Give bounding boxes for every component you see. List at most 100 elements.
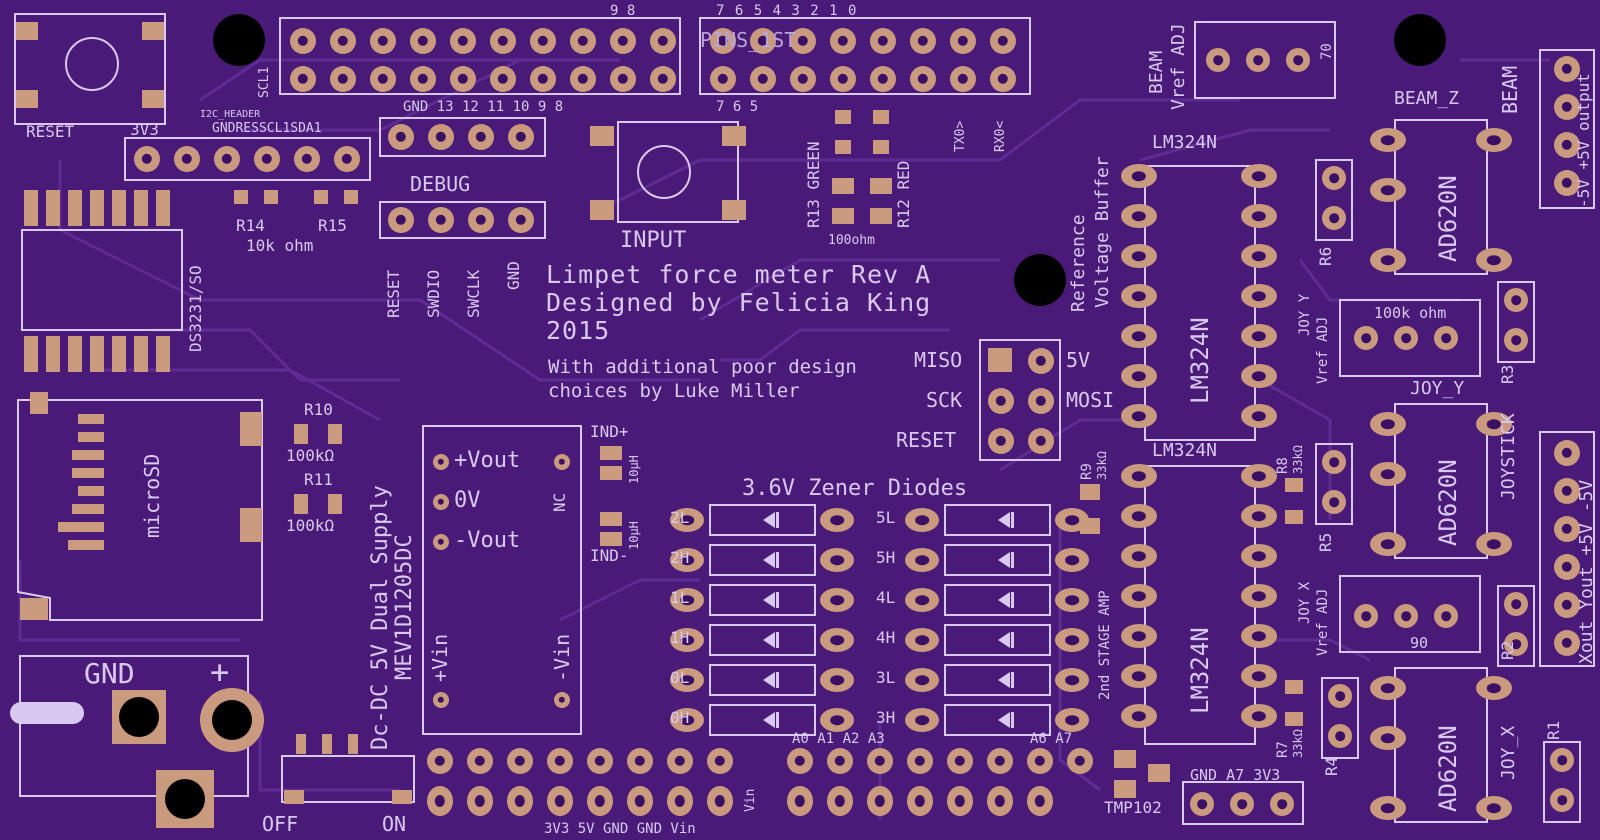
header-pad [330, 66, 356, 92]
switch-pin [296, 734, 306, 754]
switch-pin [284, 790, 304, 804]
input-button-pad [590, 200, 614, 220]
top-nums2-label: 7 6 5 4 3 2 1 0 [716, 3, 858, 19]
icsp-5v-label: 5V [1066, 348, 1091, 372]
header-pad [490, 28, 516, 54]
switch-pin [322, 734, 332, 754]
zener-1l: 1L [670, 588, 690, 607]
header-pad [990, 66, 1016, 92]
analog-header-pad [987, 786, 1013, 816]
res-100-label: 100ohm [828, 233, 875, 248]
joystick-pad [1554, 630, 1580, 656]
diode-pad [1055, 708, 1089, 732]
analog-header-pad [987, 748, 1013, 774]
i2c-pad [334, 146, 360, 172]
tx0-label: TX0> [953, 120, 968, 152]
i2c-pad [294, 146, 320, 172]
bottom-header-pad [627, 748, 653, 774]
led-pad [873, 110, 889, 124]
reset-button-pad [16, 22, 38, 40]
zener-0l: 0L [670, 668, 690, 687]
reset-button-pad [142, 90, 164, 108]
debug-pad [428, 207, 454, 233]
rtc-pin [156, 190, 170, 226]
tmp102-pad [1114, 750, 1136, 768]
smd-pad [234, 190, 248, 204]
r8-label: R8 [1275, 457, 1291, 474]
bottom-header-pad [667, 748, 693, 774]
ic-pad [1121, 664, 1157, 688]
board-title-line1: Limpet force meter Rev A [546, 260, 932, 289]
ic-pad [1241, 704, 1277, 728]
smd-pad [344, 190, 358, 204]
zener-0h: 0H [670, 708, 690, 727]
tmp-pad [1270, 792, 1294, 816]
r11-value: 100kΩ [286, 516, 335, 535]
ic-pad [1121, 364, 1157, 388]
header-pad [290, 28, 316, 54]
pot-pad [1286, 48, 1310, 72]
ic-pad [1121, 404, 1157, 428]
sd-pad [240, 508, 262, 542]
icsp-pad [1028, 428, 1054, 454]
analog-header-pad [827, 748, 853, 774]
ic-pad [1370, 412, 1406, 436]
ind-pad [600, 532, 622, 546]
header-pad [570, 66, 596, 92]
ic-pad [1121, 624, 1157, 648]
mosi-label: MOSI [1066, 388, 1115, 412]
ic-pad [1476, 796, 1512, 820]
ind-pad [600, 446, 622, 460]
ic-pad [1121, 584, 1157, 608]
ic-pad [1121, 464, 1157, 488]
dcdc-label: Dc-DC 5V Dual Supply [368, 485, 393, 750]
diode-pad [820, 588, 854, 612]
vin-plus-label: +Vin [428, 633, 452, 682]
diode-pad [670, 508, 704, 532]
microsd-label: microSD [140, 453, 164, 538]
pot70-label: 70 [1319, 43, 1335, 60]
ic-pad [1476, 532, 1512, 556]
r14-label: R14 [236, 216, 265, 235]
dcdc-pad [433, 692, 449, 708]
plus-terminal-hole [212, 700, 252, 740]
analog-header-pad [947, 748, 973, 774]
resistor-pad [1504, 328, 1528, 352]
diode-pad [905, 668, 939, 692]
pot-pad [1354, 326, 1378, 350]
sd-pin [72, 450, 104, 460]
resistor-pad [1322, 450, 1346, 474]
top-nums-label: 9 8 [610, 3, 636, 19]
zero-v-label: 0V [454, 488, 481, 513]
switch-off-label: OFF [262, 812, 299, 836]
sd-pin [72, 468, 104, 478]
rtc-pin [46, 336, 60, 372]
resistor-pad [1322, 206, 1346, 230]
debug-label: DEBUG [410, 172, 471, 196]
ad620n-top-label: AD620N [1434, 175, 1462, 262]
r10-value: 100kΩ [286, 446, 335, 465]
joyy-vref-line2: Vref ADJ [1315, 316, 1331, 384]
spi-pad [388, 124, 414, 150]
rtc-pin [134, 336, 148, 372]
i2c-pad [174, 146, 200, 172]
board-title-line3: 2015 [546, 316, 611, 345]
analog-header-pad [1027, 748, 1053, 774]
joyx-vref-line2: Vref ADJ [1315, 588, 1331, 656]
i2c-header-label: I2C_HEADER [200, 109, 261, 120]
header-pad [790, 66, 816, 92]
diode-pad [905, 628, 939, 652]
smd-pad [294, 494, 308, 514]
ind-pad [600, 512, 622, 526]
output-pad [1554, 56, 1580, 82]
zener-label: 3.6V Zener Diodes [742, 476, 968, 501]
ad620n-mid-label: AD620N [1434, 459, 1462, 546]
gnd-a7-label: GND A7 3V3 [1190, 766, 1281, 784]
sd-pin [78, 432, 104, 442]
joystick-pad [1554, 592, 1580, 618]
ic-pad [1121, 284, 1157, 308]
zener-4h: 4H [876, 628, 896, 647]
tmp102-pad [1114, 780, 1136, 798]
header-pad [710, 66, 736, 92]
